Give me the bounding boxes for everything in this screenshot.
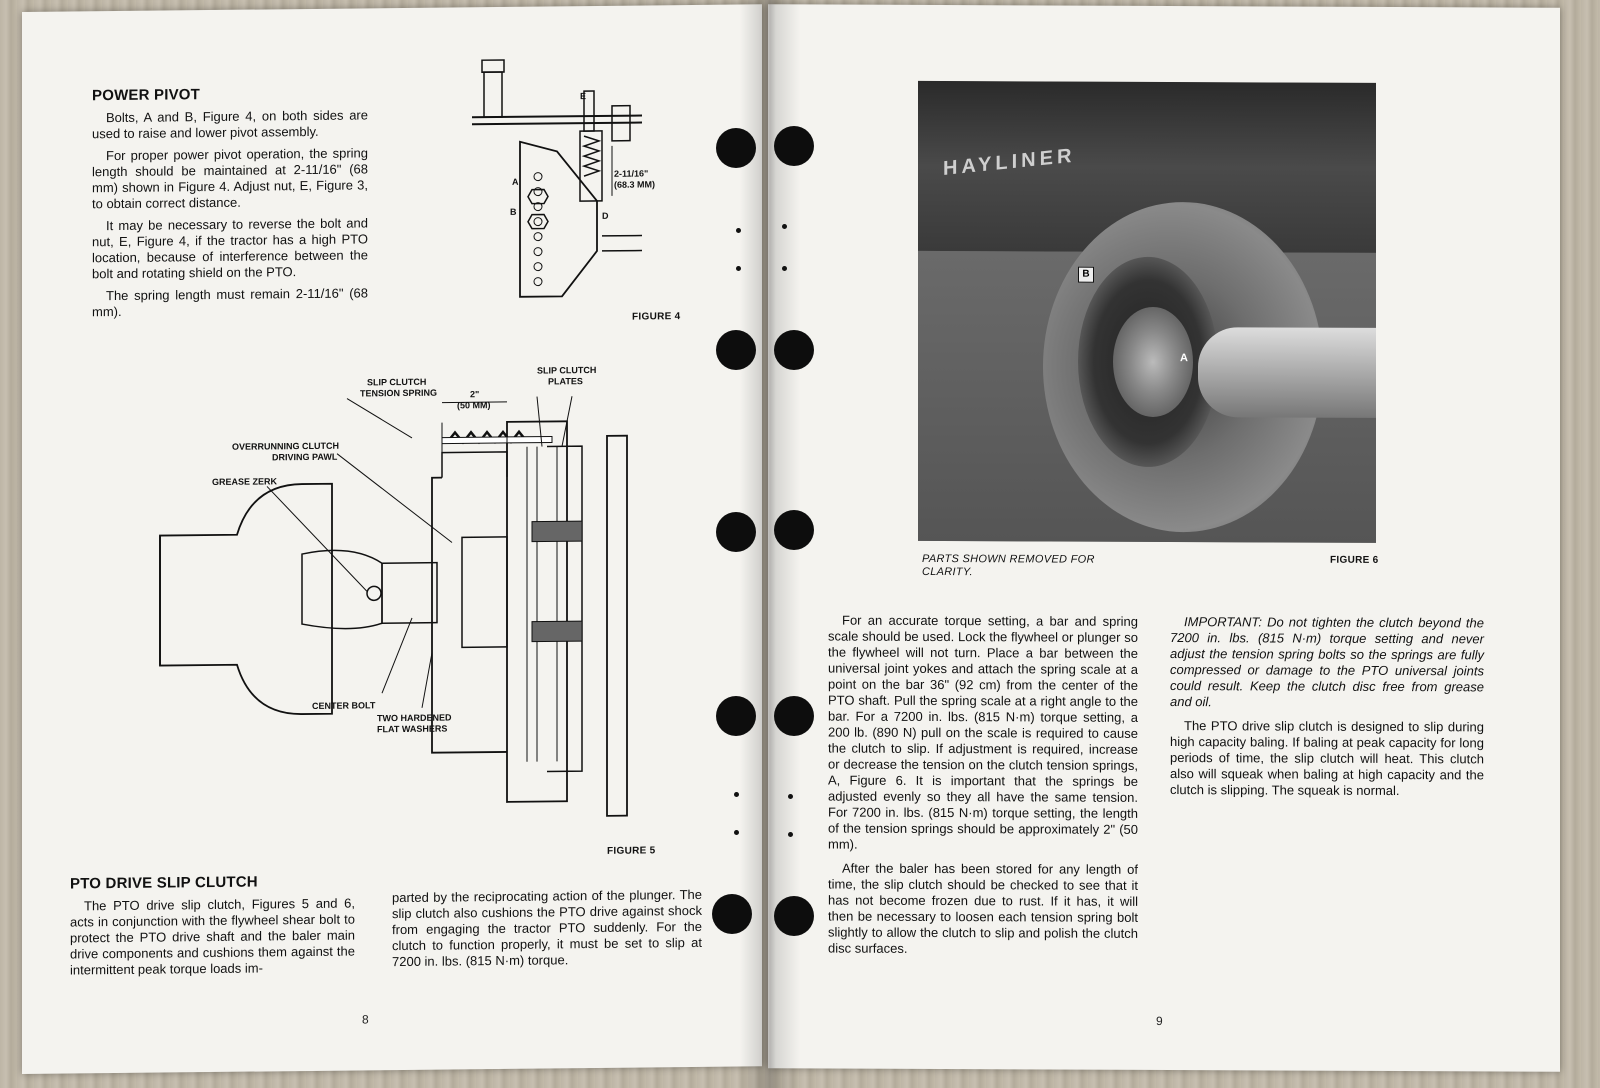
- page-number-right: 9: [1156, 1013, 1163, 1028]
- figure-6-photo: HAYLINER B A: [918, 80, 1376, 543]
- fig6-label-a: A: [1180, 352, 1188, 365]
- fig4-label-b: B: [510, 207, 517, 217]
- figure-5-caption: FIGURE 5: [607, 845, 656, 857]
- fig5-label-grease-zerk: GREASE ZERK: [212, 476, 278, 487]
- binder-hole: [774, 896, 814, 936]
- fig5-label-dim-1: 2": [470, 389, 479, 399]
- binder-dot: [788, 794, 793, 799]
- power-pivot-para-2: For proper power pivot operation, the sp…: [92, 145, 368, 212]
- binder-hole: [774, 126, 814, 166]
- power-pivot-para-3: It may be necessary to reverse the bolt …: [92, 215, 368, 282]
- binder-dot: [736, 228, 741, 233]
- fig4-label-a: A: [512, 177, 519, 187]
- fig5-label-pawl-2: DRIVING PAWL: [272, 452, 338, 463]
- figure-5-diagram: SLIP CLUTCH TENSION SPRING 2" (50 MM) SL…: [159, 365, 628, 817]
- fig5-label-washers-2: FLAT WASHERS: [377, 724, 447, 735]
- fig6-label-b: B: [1078, 266, 1094, 283]
- right-col1-para-2: After the baler has been stored for any …: [828, 860, 1138, 956]
- figure-6-note: PARTS SHOWN REMOVED FOR CLARITY.: [922, 552, 1095, 579]
- fig5-label-tension-spring-2: TENSION SPRING: [360, 388, 437, 399]
- right-col1: For an accurate torque setting, a bar an…: [828, 613, 1138, 958]
- binder-dot: [782, 266, 787, 271]
- binder-hole: [716, 512, 756, 552]
- binder-hole: [774, 696, 814, 736]
- figure-4-caption: FIGURE 4: [632, 311, 681, 323]
- binder-hole: [712, 894, 752, 934]
- fig4-label-e: E: [580, 91, 586, 101]
- pto-clutch-col1: PTO DRIVE SLIP CLUTCH The PTO drive slip…: [70, 873, 355, 979]
- power-pivot-para-4: The spring length must remain 2-11/16" (…: [92, 285, 368, 320]
- fig5-label-pawl-1: OVERRUNNING CLUTCH: [232, 441, 339, 452]
- pto-shaft: [1198, 327, 1376, 418]
- binder-hole: [716, 330, 756, 370]
- binder-dot: [734, 792, 739, 797]
- power-pivot-para-1: Bolts, A and B, Figure 4, on both sides …: [92, 107, 368, 142]
- pto-clutch-heading: PTO DRIVE SLIP CLUTCH: [70, 873, 258, 893]
- pto-clutch-col2: parted by the reciprocating action of th…: [392, 887, 702, 970]
- fig5-label-plates-1: SLIP CLUTCH: [537, 365, 596, 376]
- fig5-label-plates-2: PLATES: [548, 376, 583, 386]
- right-page: HAYLINER B A PARTS SHOWN REMOVED FOR CLA…: [768, 4, 1560, 1072]
- fig5-label-dim-2: (50 MM): [457, 400, 491, 410]
- figure-6-caption: FIGURE 6: [1330, 554, 1379, 566]
- important-note: IMPORTANT: Do not tighten the clutch bey…: [1170, 614, 1484, 710]
- figure-4-diagram: A B D E 2-11/16" (68.3 MM): [472, 59, 655, 298]
- right-col1-para-1: For an accurate torque setting, a bar an…: [828, 612, 1138, 852]
- binder-dot: [736, 266, 741, 271]
- binder-hole: [716, 696, 756, 736]
- fig4-dimension-line1: 2-11/16": [614, 168, 648, 178]
- power-pivot-section: POWER PIVOT Bolts, A and B, Figure 4, on…: [92, 84, 368, 320]
- fig4-dimension-line2: (68.3 MM): [614, 179, 655, 189]
- fig5-label-tension-spring-1: SLIP CLUTCH: [367, 377, 426, 388]
- fig4-label-d: D: [602, 211, 609, 221]
- binder-dot: [782, 224, 787, 229]
- binder-hole: [774, 510, 814, 550]
- binder-dot: [788, 832, 793, 837]
- left-page: POWER PIVOT Bolts, A and B, Figure 4, on…: [22, 4, 762, 1074]
- power-pivot-heading: POWER PIVOT: [92, 86, 201, 105]
- pto-clutch-para-2: parted by the reciprocating action of th…: [392, 886, 702, 970]
- fig5-label-center-bolt: CENTER BOLT: [312, 700, 376, 711]
- binder-dot: [734, 830, 739, 835]
- binder-hole: [716, 128, 756, 168]
- fig5-label-washers-1: TWO HARDENED: [377, 712, 452, 723]
- right-col2: IMPORTANT: Do not tighten the clutch bey…: [1170, 614, 1484, 799]
- right-col2-para: The PTO drive slip clutch is designed to…: [1170, 718, 1484, 799]
- page-number-left: 8: [362, 1012, 369, 1027]
- binder-hole: [774, 330, 814, 370]
- pto-clutch-para-1: The PTO drive slip clutch, Figures 5 and…: [70, 895, 355, 978]
